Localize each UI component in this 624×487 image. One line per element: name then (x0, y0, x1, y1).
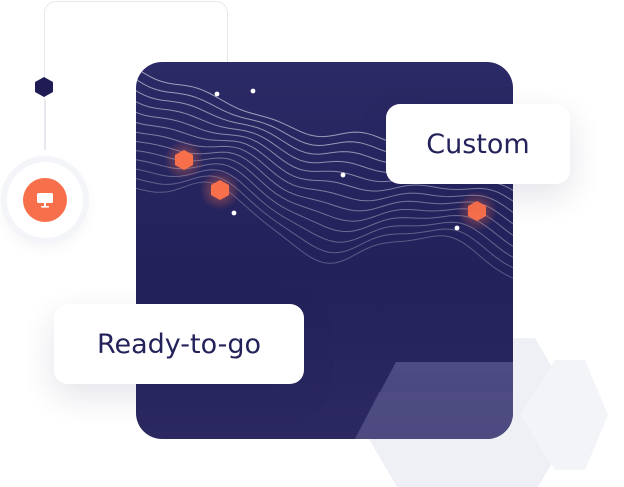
monitor-icon (37, 193, 53, 208)
card-hexagon-overlay-lower (355, 392, 513, 439)
ready-to-go-label: Ready-to-go (54, 304, 304, 384)
connector-line (44, 100, 46, 150)
wave-dot (231, 210, 237, 216)
wave-dot (250, 88, 256, 94)
orange-hexagon-node (468, 201, 486, 221)
background-hexagon-right (520, 360, 608, 470)
custom-label: Custom (386, 104, 570, 184)
wave-line (136, 121, 513, 202)
monitor-badge (23, 178, 67, 222)
orange-hexagon-node (175, 150, 193, 170)
wave-line (136, 175, 513, 269)
connector-frame (44, 1, 228, 121)
orange-hexagon-node (211, 180, 229, 200)
wave-dot (214, 91, 220, 97)
wave-dot (454, 225, 460, 231)
wave-dot (340, 172, 346, 178)
hexagon-icon (35, 77, 53, 97)
wave-line (136, 181, 513, 279)
icon-badge (7, 162, 83, 238)
